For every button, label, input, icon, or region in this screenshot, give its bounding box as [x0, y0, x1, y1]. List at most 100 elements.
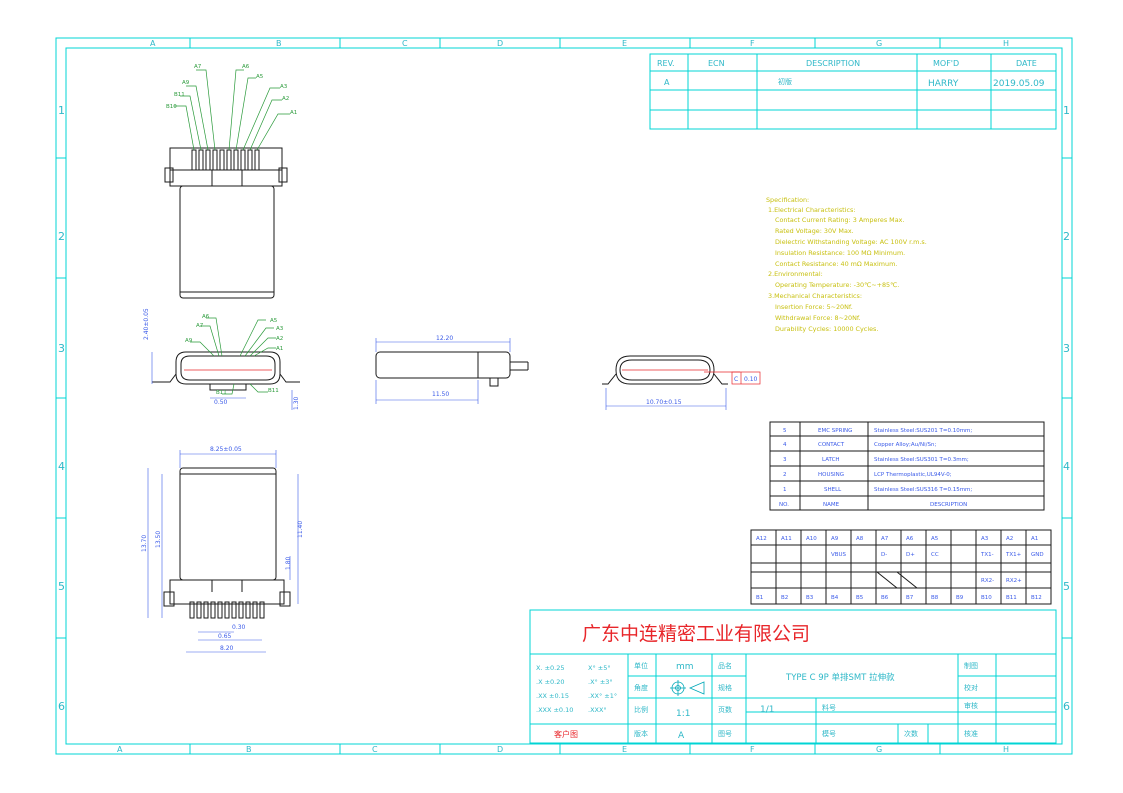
- rev-value: A: [664, 78, 670, 87]
- spec-line: Operating Temperature: -30℃~+85℃.: [775, 281, 899, 289]
- bottom-pad3-dim: 8.20: [220, 645, 234, 652]
- drawing-label: 图号: [718, 730, 732, 738]
- flatness-ref: C: [734, 376, 738, 383]
- bom-name: LATCH: [822, 457, 840, 463]
- grid-col-bottom: B: [246, 745, 252, 754]
- pinout-bottom-label: B1: [756, 595, 763, 601]
- grid-row-left: 3: [58, 342, 65, 355]
- bom-no: 4: [783, 442, 787, 448]
- ecn-header: ECN: [708, 59, 725, 68]
- grid-row-left: 6: [58, 700, 65, 713]
- times-label: 次数: [904, 729, 918, 738]
- pinout-top-label: A12: [756, 536, 767, 542]
- sheet-frame: A B C D E F G H A B C D E F G H 1 2 3 4 …: [55, 37, 1073, 755]
- grid-row-left: 5: [58, 580, 65, 593]
- title-block: 广东中连精密工业有限公司 X. ±0.25 X° ±5° .X ±0.20 .X…: [529, 609, 1057, 744]
- rev-header: REV.: [657, 59, 675, 68]
- bom-desc: Stainless Steel:SUS201 T=0.10mm;: [874, 428, 972, 434]
- unit-label: 单位: [634, 661, 648, 670]
- front-pin-label: B11: [268, 388, 279, 394]
- tolerance: X° ±5°: [588, 664, 611, 672]
- grid-col-top: B: [276, 39, 282, 48]
- bottom-right-dim: 11.40: [297, 521, 304, 538]
- grid-col-top: F: [750, 39, 755, 48]
- bom-desc: Stainless Steel:SUS316 T=0.15mm;: [874, 487, 972, 493]
- front-pin-label: A1: [276, 346, 283, 352]
- revision-table: REV. ECN DESCRIPTION MOF'D DATE A 初版 HAR…: [649, 53, 1057, 130]
- grid-row-left: 4: [58, 460, 65, 473]
- bom-header-no: NO.: [779, 502, 789, 508]
- bom-no: 1: [783, 487, 787, 493]
- side-body-dim: 11.50: [432, 391, 449, 398]
- front-pin-label: A3: [276, 326, 284, 332]
- grid-row-left: 2: [58, 230, 65, 243]
- tolerance: .XX° ±1°: [588, 692, 617, 700]
- grid-col-bottom: C: [372, 745, 378, 754]
- bom-no: 2: [783, 472, 787, 478]
- model-label: 模号: [822, 729, 836, 738]
- customer-label: 客户图: [554, 729, 578, 739]
- bom-desc: Copper Alloy;Au/Ni/Sn;: [874, 442, 936, 448]
- scale-value: 1:1: [676, 709, 690, 719]
- grid-col-top: C: [402, 39, 408, 48]
- side-view-connector: 12.20 11.50: [375, 335, 529, 404]
- pinout-top-label: A5: [931, 536, 939, 542]
- date-value: 2019.05.09: [993, 79, 1045, 89]
- spec-line: Contact Resistance: 40 mΩ Maximum.: [775, 260, 897, 268]
- grid-col-top: H: [1003, 39, 1009, 48]
- front-foot-dim: 1.30: [293, 396, 300, 410]
- spec-label: 规格: [718, 683, 732, 692]
- bom-table: 5 EMC SPRING Stainless Steel:SUS201 T=0.…: [769, 421, 1045, 511]
- date-header: DATE: [1016, 59, 1037, 68]
- top-pin-label: A3: [280, 84, 288, 90]
- front-pin-label: A2: [276, 336, 283, 342]
- pinout-bottom-label: B6: [881, 595, 889, 601]
- pinout-top-label: A10: [806, 536, 817, 542]
- bottom-len1-dim: 13.70: [141, 535, 148, 552]
- bom-header-name: NAME: [823, 502, 840, 508]
- grid-row-right: 2: [1063, 230, 1070, 243]
- bom-name: HOUSING: [818, 472, 844, 478]
- approve-label: 核准: [964, 729, 978, 738]
- grid-col-bottom: G: [876, 745, 882, 754]
- front-view-detail: C 0.10 10.70±0.15: [602, 355, 761, 410]
- spec-line: Withdrawal Force: 8~20Nf.: [775, 314, 861, 322]
- material-label: 料号: [822, 703, 836, 712]
- grid-col-bottom: E: [622, 745, 627, 754]
- grid-col-bottom: D: [497, 745, 503, 754]
- pinout-top-label: A1: [1031, 536, 1038, 542]
- unit-value: mm: [676, 662, 694, 672]
- front-pin-label: A6: [202, 314, 210, 320]
- bom-desc: Stainless Steel:SUS301 T=0.3mm;: [874, 457, 969, 463]
- spec-line: Rated Voltage: 30V Max.: [775, 227, 854, 235]
- bottom-view-connector: 8.25±0.05 13.70 13.50 11.40 1.80 0.30 0.…: [141, 446, 304, 653]
- grid-col-bottom: A: [117, 745, 123, 754]
- top-pin-label: A1: [290, 110, 297, 116]
- bottom-len2-dim: 13.50: [155, 531, 162, 548]
- spec-line: Specification:: [766, 196, 809, 204]
- grid-row-right: 3: [1063, 342, 1070, 355]
- spec-line: 3.Mechanical Characteristics:: [768, 292, 862, 300]
- pinout-bottom-label: B5: [856, 595, 864, 601]
- pinout-bottom-label: B7: [906, 595, 914, 601]
- bom-name: CONTACT: [818, 442, 845, 448]
- bom-desc: LCP Thermoplastic,UL94V-0;: [874, 472, 952, 478]
- pinout-bottom-label: B2: [781, 595, 788, 601]
- spec-line: Insertion Force: 5~20Nf.: [775, 303, 853, 311]
- draw-label: 制图: [964, 661, 978, 670]
- bom-name: SHELL: [824, 487, 842, 493]
- review-label: 审核: [964, 701, 978, 710]
- grid-row-right: 4: [1063, 460, 1070, 473]
- grid-row-right: 5: [1063, 580, 1070, 593]
- pinout-bottom-label: B4: [831, 595, 839, 601]
- pinout-top-label: A3: [981, 536, 989, 542]
- bottom-width-dim: 8.25±0.05: [210, 446, 242, 453]
- top-pin-label: A5: [256, 74, 264, 80]
- tolerance: .X° ±3°: [588, 678, 613, 686]
- front-pin-label: B11: [216, 390, 227, 396]
- bom-header-desc: DESCRIPTION: [930, 502, 967, 508]
- top-view-connector: B10 B11 A9 A7 A6 A5 A3 A2 A1: [164, 64, 297, 299]
- pinout-top-label: A11: [781, 536, 792, 542]
- pinout-top-signal: TX1-: [980, 552, 994, 558]
